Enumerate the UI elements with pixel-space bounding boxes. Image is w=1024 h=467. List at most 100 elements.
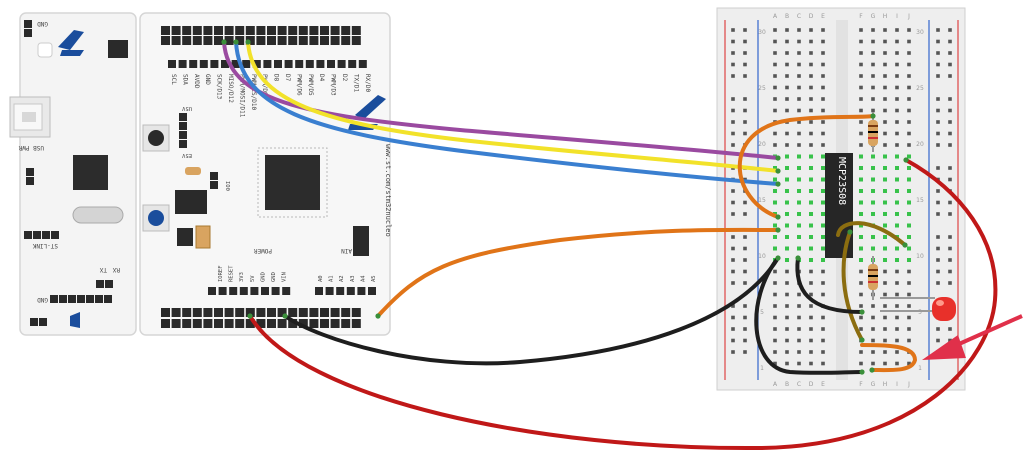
breadboard-hole [785,304,789,308]
breadboard-hole [895,350,899,354]
wire-purple[interactable] [222,40,780,160]
header-pin [214,36,223,45]
rail-hole [936,246,940,251]
breadboard-hole [895,62,899,67]
breadboard-hole-active [883,246,887,251]
ain-header-pin [368,287,376,295]
breadboard-hole-active [821,154,825,159]
header-top-pin-label: SDA [181,74,188,85]
reset-button[interactable] [148,130,164,146]
wire-olive-bottom[interactable] [841,230,864,342]
wire-black-short[interactable] [795,256,864,314]
header-pin [288,26,298,35]
breadboard-hole [859,350,863,354]
column-letter: E [821,381,825,388]
header-pin [330,319,340,328]
breadboard-hole [907,85,911,90]
breadboard-hole [883,131,887,136]
wire-orange-short[interactable] [860,343,918,373]
header-pin [267,26,276,35]
breadboard-hole-active [859,235,863,239]
rail-hole [936,51,940,55]
breadboard-hole [773,327,777,331]
column-letter: B [785,381,789,388]
jumper-pin [42,231,50,239]
rail-hole [743,350,747,354]
wire-red[interactable] [248,158,998,451]
breadboard-hole-active [871,235,875,239]
mcu-chip [265,155,320,210]
breadboard-hole-active [797,223,801,228]
breadboard-hole [809,292,813,297]
breadboard-hole [883,120,887,124]
column-letter: A [773,381,778,388]
breadboard-hole [809,131,813,136]
breadboard-hole-active [773,166,777,170]
breadboard-hole-active [895,246,899,251]
header-pin-single [263,60,272,68]
header-pin [309,308,319,317]
breadboard-hole [907,292,911,297]
header-pin [203,36,213,45]
wire-yellow[interactable] [246,40,780,173]
breadboard-hole [859,292,863,297]
wire-olive-top[interactable] [836,221,907,247]
header-pin [161,308,170,317]
column-letter: J [907,381,910,388]
breadboard-hole [821,51,825,55]
breadboard-hole [883,327,887,331]
wire-blue[interactable] [234,40,780,186]
header-pin [235,308,245,317]
breadboard-hole [797,292,801,297]
rail-hole [936,97,940,101]
header-pin [192,36,202,45]
header-pin [309,26,319,35]
cap-tantalum [195,225,211,249]
wire-black-loop[interactable] [754,256,864,375]
column-letter: E [821,13,825,20]
rail-hole [743,338,747,343]
wire-orange-long[interactable] [376,227,780,318]
breadboard-hole [797,97,801,101]
breadboard-hole [797,304,801,308]
breadboard-hole-active [785,246,789,251]
header-pin [330,308,340,317]
column-letter: D [809,13,814,20]
wire-endpoints [221,39,909,375]
header-pin-single [231,60,240,68]
wire-black-long[interactable] [283,256,780,366]
breadboard-hole [821,269,825,274]
breadboard-hole [809,269,813,274]
breadboard-hole [907,338,911,343]
breadboard-hole-active [797,177,801,182]
breadboard-hole [785,108,789,113]
rail-hole [743,120,747,124]
breadboard-hole [785,292,789,297]
breadboard-hole [883,28,887,32]
breadboard-hole-active [895,154,899,159]
rail-hole [936,62,940,67]
header-pin [341,319,351,328]
header-pin [161,319,170,328]
jumper-pin [104,295,112,303]
user-button[interactable] [148,210,164,226]
wire-orange-loop[interactable] [737,114,875,219]
breadboard-hole-active [859,154,863,159]
breadboard-hole [821,338,825,343]
rail-hole [731,62,735,67]
breadboard-hole-active [821,246,825,251]
breadboard-hole-active [907,258,911,262]
header-pin [171,26,181,35]
breadboard-hole [907,269,911,274]
rail-hole [743,97,747,101]
breadboard-hole [809,338,813,343]
breadboard-hole [859,97,863,101]
ain-pin-label: A3 [350,275,356,282]
breadboard-hole [797,85,801,90]
rail-hole [731,315,735,320]
rail-hole [743,281,747,285]
header-pin [224,26,234,35]
breadboard-hole [773,281,777,285]
breadboard-hole [907,120,911,124]
